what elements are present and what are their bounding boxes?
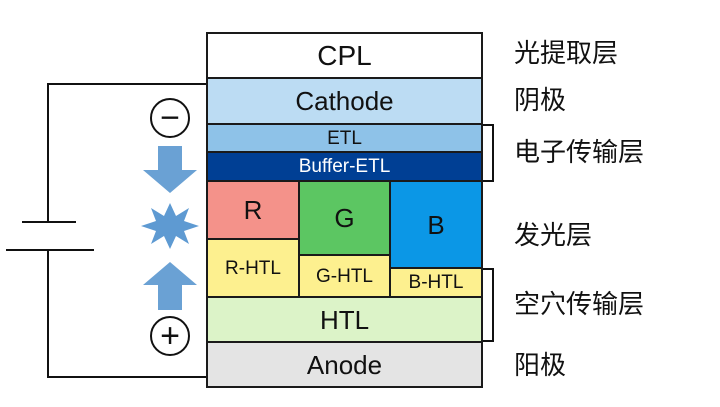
- label-anode: 阳极: [514, 351, 567, 381]
- label-htl-group: 空穴传输层: [514, 290, 645, 320]
- electron-minus-symbol: −: [150, 98, 190, 138]
- arrow-down-icon: [143, 146, 197, 193]
- layer-etl: ETL: [206, 123, 483, 153]
- label-cpl: 光提取层: [514, 39, 619, 69]
- layer-g-htl: G-HTL: [298, 254, 391, 298]
- battery-icon: [6, 221, 94, 251]
- layer-r-htl: R-HTL: [206, 238, 300, 298]
- layer-htl: HTL: [206, 296, 483, 343]
- layer-b-htl: B-HTL: [389, 267, 483, 298]
- label-emissive-layer: 发光层: [514, 221, 593, 251]
- arrow-up-icon: [143, 262, 197, 310]
- htl-bracket: [481, 268, 494, 342]
- layer-anode: Anode: [206, 341, 483, 388]
- circuit-bottom-wire: [47, 250, 206, 378]
- layer-cpl: CPL: [206, 32, 483, 79]
- layer-buffer-etl: Buffer-ETL: [206, 151, 483, 182]
- etl-bracket: [481, 124, 494, 182]
- burst-icon: [141, 203, 199, 249]
- subpixel-green: G: [298, 180, 391, 256]
- subpixel-blue: B: [389, 180, 483, 269]
- subpixel-red: R: [206, 180, 300, 240]
- hole-plus-symbol: +: [150, 316, 190, 356]
- label-cathode: 阴极: [514, 86, 567, 116]
- circuit-top-wire: [47, 83, 206, 222]
- label-etl-group: 电子传输层: [514, 138, 645, 168]
- layer-cathode: Cathode: [206, 77, 483, 125]
